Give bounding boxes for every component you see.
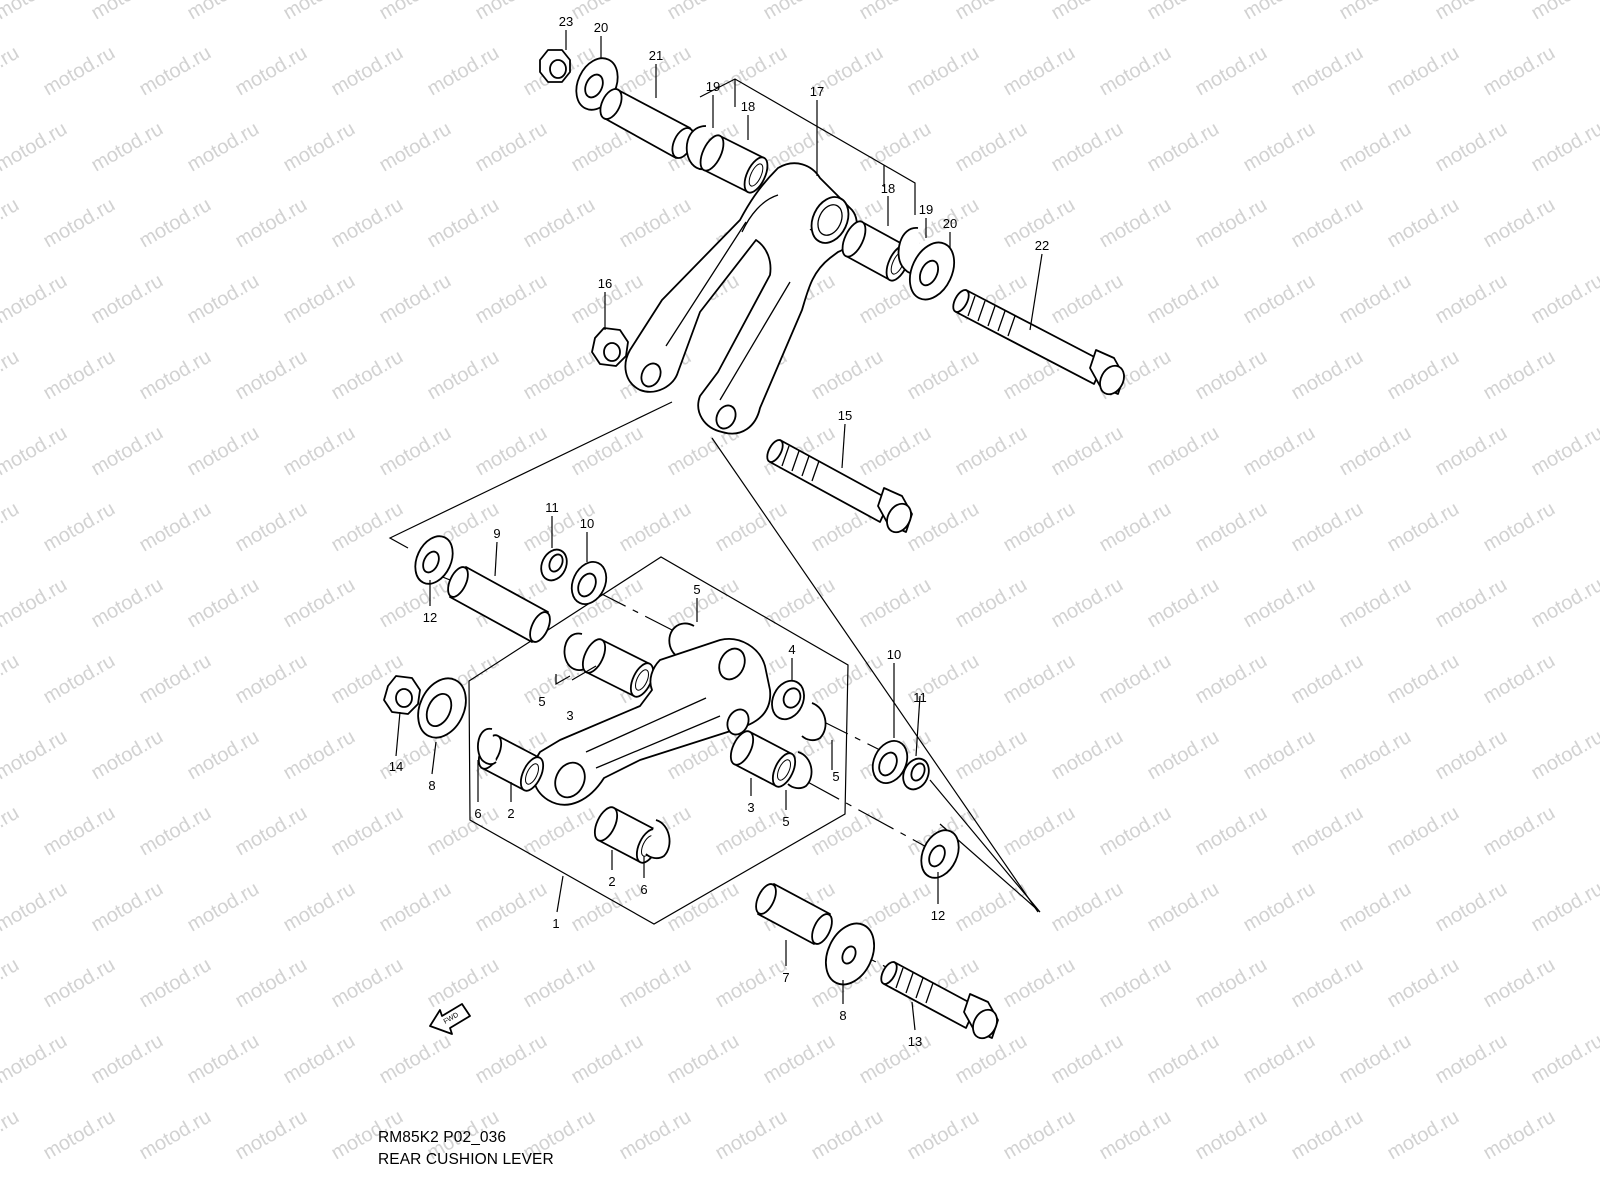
callout-2: 2 bbox=[507, 806, 514, 821]
callout-7: 7 bbox=[782, 970, 789, 985]
part-12-dust-seal-upper[interactable] bbox=[408, 530, 460, 590]
callout-19: 19 bbox=[706, 79, 720, 94]
part-11-collar-lower[interactable] bbox=[898, 754, 933, 793]
part-1-cushion-rod[interactable] bbox=[532, 638, 772, 806]
callout-22: 22 bbox=[1035, 238, 1049, 253]
part-3-bearing-lower[interactable] bbox=[726, 728, 800, 790]
callout-6: 6 bbox=[474, 806, 481, 821]
callout-6: 6 bbox=[640, 882, 647, 897]
part-18-bearing-upper[interactable] bbox=[696, 132, 772, 196]
part-10-oil-seal-lower[interactable] bbox=[866, 735, 914, 788]
callout-19: 19 bbox=[919, 202, 933, 217]
part-7-spacer[interactable] bbox=[752, 881, 836, 947]
part-23-nut[interactable] bbox=[539, 49, 571, 83]
callout-21: 21 bbox=[649, 48, 663, 63]
upper-assembly-frame-lines bbox=[699, 78, 916, 215]
part-10-oil-seal-upper[interactable] bbox=[565, 556, 613, 609]
part-5-circlip-c[interactable] bbox=[801, 702, 827, 742]
part-5-circlip-d[interactable] bbox=[787, 751, 813, 790]
part-6-circlip-lower[interactable] bbox=[645, 819, 671, 860]
part-20-washer-lower[interactable] bbox=[901, 235, 963, 306]
callout-18: 18 bbox=[741, 99, 755, 114]
callout-1: 1 bbox=[552, 916, 559, 931]
part-17-cushion-lever[interactable] bbox=[624, 162, 858, 435]
callout-9: 9 bbox=[493, 526, 500, 541]
part-8-washer-lower[interactable] bbox=[817, 916, 884, 993]
callout-8: 8 bbox=[839, 1008, 846, 1023]
part-11-collar-upper[interactable] bbox=[536, 545, 571, 584]
callout-2: 2 bbox=[608, 874, 615, 889]
part-3-bearing-upper[interactable] bbox=[578, 636, 658, 700]
part-15-bolt[interactable] bbox=[764, 438, 916, 537]
callout-3: 3 bbox=[566, 708, 573, 723]
callout-5: 5 bbox=[538, 694, 545, 709]
callout-10: 10 bbox=[887, 647, 901, 662]
part-14-nut[interactable] bbox=[383, 675, 421, 715]
callout-17: 17 bbox=[810, 84, 824, 99]
callout-20: 20 bbox=[594, 20, 608, 35]
callout-11: 11 bbox=[913, 690, 927, 705]
callout-23: 23 bbox=[559, 14, 573, 29]
diagram-code: RM85K2 P02_036 bbox=[378, 1129, 507, 1146]
callout-leader-lines bbox=[395, 30, 1043, 1031]
callout-8: 8 bbox=[428, 778, 435, 793]
callout-labels: 23 20 21 19 18 17 18 19 20 22 16 15 11 1… bbox=[389, 14, 1049, 1049]
part-6-circlip-left[interactable] bbox=[477, 728, 497, 766]
part-5-circlip-b[interactable] bbox=[563, 632, 587, 671]
callout-16: 16 bbox=[598, 276, 612, 291]
part-8-washer-left[interactable] bbox=[409, 671, 475, 746]
callout-11: 11 bbox=[545, 500, 559, 515]
part-1-assembly-outline bbox=[468, 556, 849, 925]
part-9-spacer[interactable] bbox=[444, 564, 554, 645]
part-21-collar[interactable] bbox=[596, 86, 698, 162]
callout-3: 3 bbox=[747, 800, 754, 815]
fwd-arrow-icon: FWD bbox=[429, 1003, 471, 1035]
callout-4: 4 bbox=[788, 642, 795, 657]
callout-14: 14 bbox=[389, 759, 403, 774]
callout-15: 15 bbox=[838, 408, 852, 423]
callout-5: 5 bbox=[693, 582, 700, 597]
part-13-bolt[interactable] bbox=[878, 960, 1002, 1043]
part-12-dust-seal-lower[interactable] bbox=[914, 824, 966, 884]
callout-20: 20 bbox=[943, 216, 957, 231]
callout-12: 12 bbox=[931, 908, 945, 923]
part-16-nut[interactable] bbox=[591, 327, 629, 367]
diagram-title: REAR CUSHION LEVER bbox=[378, 1151, 554, 1168]
callout-10: 10 bbox=[580, 516, 594, 531]
callout-12: 12 bbox=[423, 610, 437, 625]
callout-18: 18 bbox=[881, 181, 895, 196]
callout-5: 5 bbox=[832, 769, 839, 784]
callout-5: 5 bbox=[782, 814, 789, 829]
callout-13: 13 bbox=[908, 1034, 922, 1049]
part-22-bolt[interactable] bbox=[950, 288, 1129, 399]
part-4-bearing[interactable] bbox=[766, 676, 810, 725]
